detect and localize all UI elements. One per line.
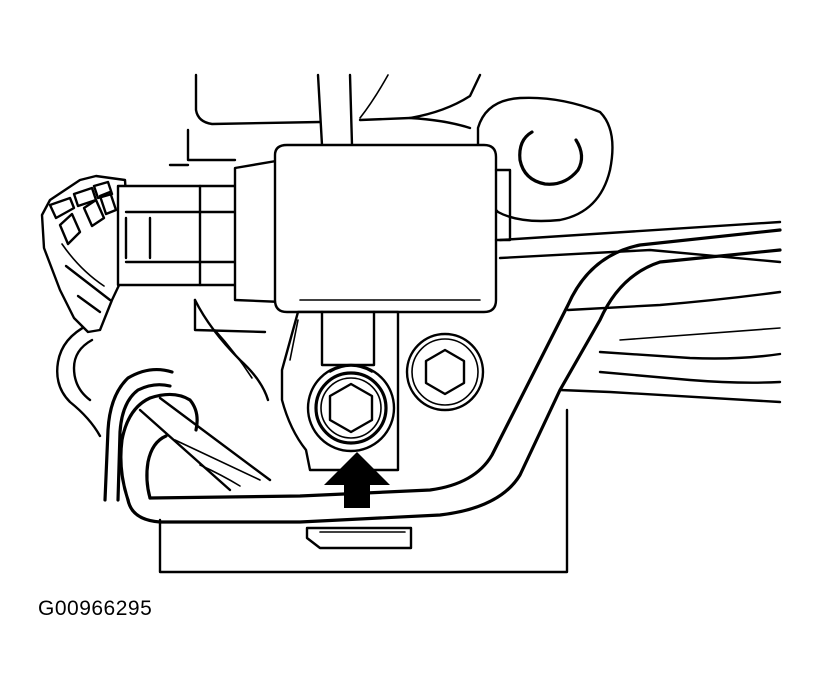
pipes-right: [498, 220, 782, 404]
secondary-bolt: [405, 332, 485, 412]
hose-top: [316, 73, 389, 147]
round-cap: [476, 96, 614, 223]
arrow-up-icon: [324, 452, 390, 508]
hoses-left: [56, 323, 272, 502]
lower-housing: [158, 408, 569, 574]
sensor-body-horizontal: [116, 158, 284, 304]
main-bolt: [306, 363, 396, 453]
sensor-block: [273, 143, 512, 314]
figure-code: G00966295: [38, 597, 153, 620]
electrical-connector: [40, 174, 132, 334]
sweeping-tube: [119, 228, 782, 524]
upper-housing: [168, 73, 482, 402]
